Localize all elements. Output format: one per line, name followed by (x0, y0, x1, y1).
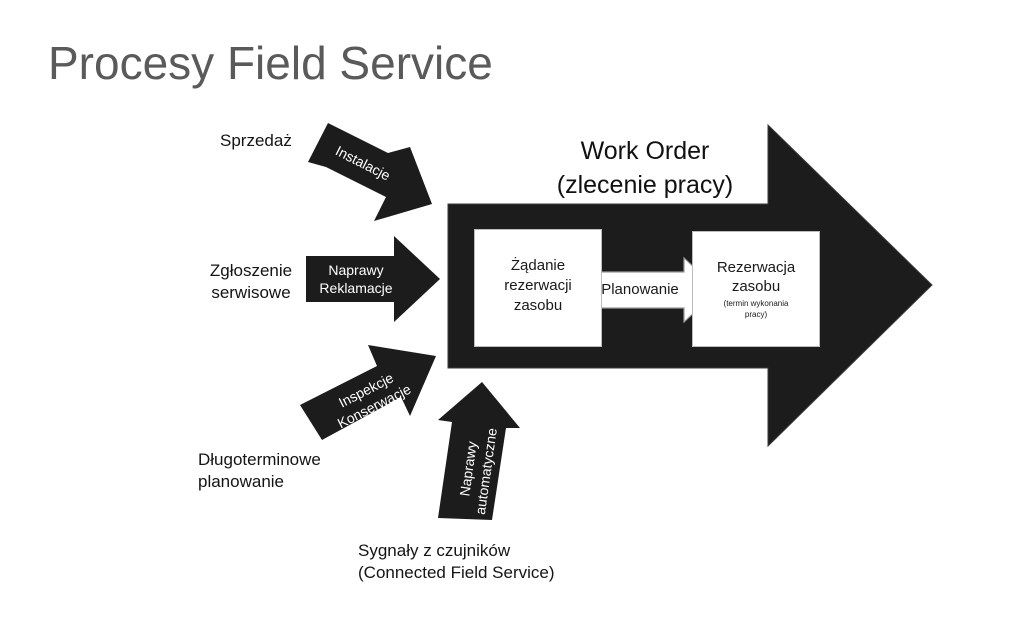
reservation-note-line2: pracy) (744, 310, 768, 319)
repairs-line2: Reklamacje (319, 280, 393, 296)
source-sensors-label: Sygnały z czujników (Connected Field Ser… (358, 540, 555, 584)
work-order-heading: Work Order (zlecenie pracy) (530, 134, 760, 202)
service-request-line1: Zgłoszenie (209, 261, 293, 280)
sensors-line1: Sygnały z czujników (358, 541, 511, 560)
reservation-line2: zasobu (731, 278, 781, 295)
long-term-line2: planowanie (198, 472, 285, 491)
inspections-arrow (300, 345, 436, 440)
planning-label: Planowanie (601, 281, 679, 298)
service-request-line2: serwisowe (211, 283, 291, 302)
page-title: Procesy Field Service (48, 37, 493, 89)
sensors-line2: (Connected Field Service) (358, 563, 555, 582)
request-line1: Żądanie (510, 257, 566, 274)
request-line2: rezerwacji (504, 277, 572, 294)
reservation-line1: Rezerwacja (716, 259, 796, 276)
reservation-note-line1: (termin wykonania (723, 299, 789, 308)
long-term-line1: Długoterminowe (198, 450, 321, 469)
work-order-title: Work Order (580, 137, 710, 165)
installations-arrow (308, 123, 432, 221)
source-sales-label: Sprzedaż (220, 131, 292, 150)
auto-repairs-arrow (438, 382, 520, 520)
work-order-subtitle: (zlecenie pracy) (556, 171, 734, 199)
request-line3: zasobu (513, 297, 563, 314)
repairs-arrow (306, 236, 440, 322)
repairs-line1: Naprawy (328, 262, 384, 278)
source-service-request-label: Zgłoszenie serwisowe (196, 260, 306, 304)
repairs-arrow-label: Naprawy Reklamacje (308, 261, 404, 297)
source-long-term-label: Długoterminowe planowanie (198, 449, 321, 493)
resource-reservation-box: Rezerwacja zasobu (termin wykonania prac… (692, 231, 820, 347)
resource-request-box: Żądanie rezerwacji zasobu (474, 229, 602, 347)
